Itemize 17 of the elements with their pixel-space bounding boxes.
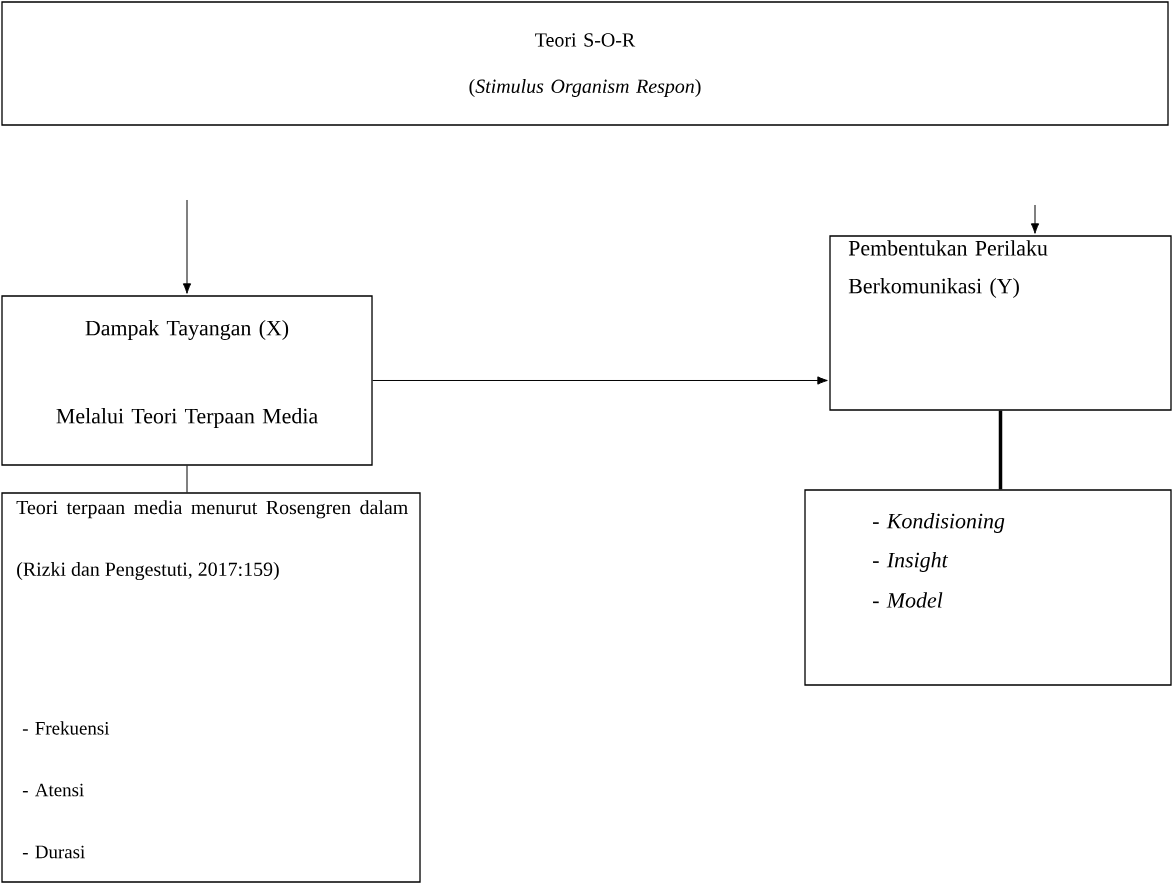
- box-text: - Atensi: [22, 783, 84, 797]
- box-text: Pembentukan Perilaku Berkomunikasi (Y): [848, 240, 1048, 298]
- box-text: - Kondisioning: [873, 513, 1005, 533]
- box-text: - Durasi: [22, 845, 85, 859]
- box-text: - Frekuensi: [22, 721, 110, 735]
- connector: [372, 376, 828, 385]
- box-text: Teori S-O-R: [535, 33, 636, 47]
- connector: [998, 410, 1003, 490]
- connector: [186, 465, 188, 493]
- connector: [1030, 204, 1040, 234]
- box-text: Melalui Teori Terpaan Media: [56, 408, 318, 428]
- box-text: Teori terpaan media menurut Rosengren dalam (Rizki dan Pengestuti, 2017:159): [16, 500, 408, 581]
- box-text: Dampak Tayangan (X): [85, 320, 289, 340]
- box-text: (Stimulus Organism Respon): [469, 78, 701, 98]
- connector: [182, 199, 192, 294]
- box-text: - Model: [873, 592, 943, 608]
- box-text: - Insight: [873, 552, 949, 572]
